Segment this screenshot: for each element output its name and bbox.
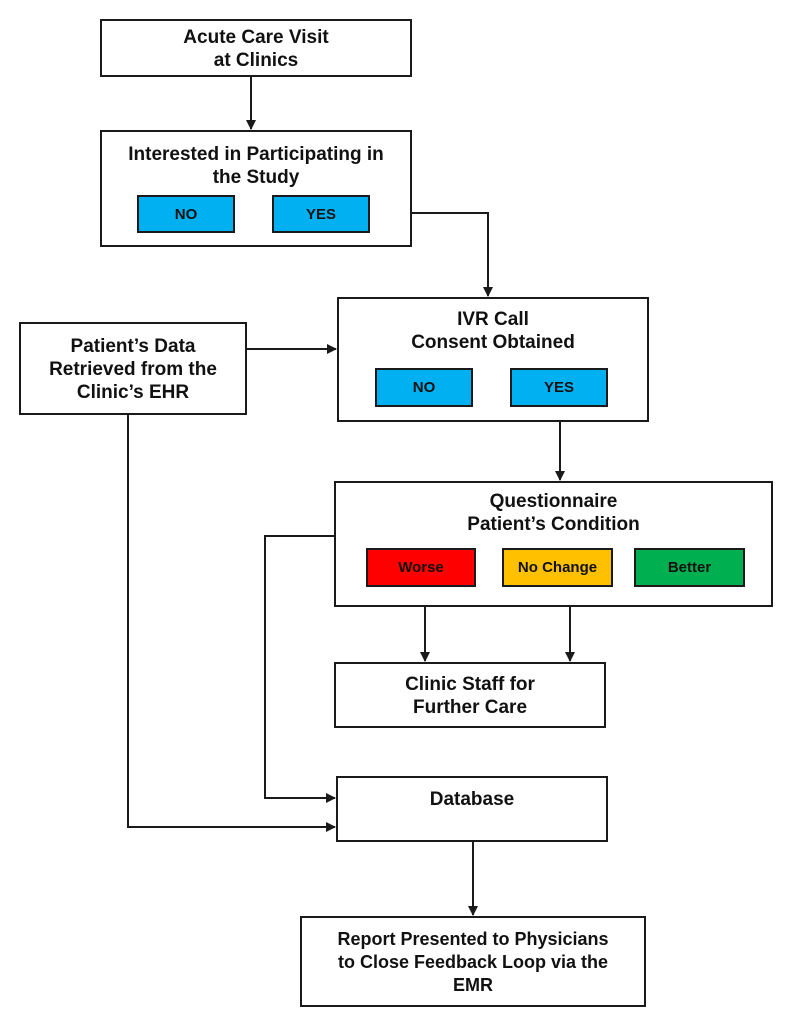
ivr-yes-option: YES — [510, 368, 608, 407]
interested-label: Interested in Participating in the Study — [128, 144, 384, 188]
ivr-no-option: NO — [375, 368, 473, 407]
patient-data-box: Patient’s Data Retrieved from the Clinic… — [19, 322, 247, 415]
clinic-staff-label: Clinic Staff for Further Care — [405, 674, 535, 718]
no-change-option: No Change — [502, 548, 613, 587]
ivr-call-box: IVR Call Consent Obtained NO YES — [337, 297, 649, 422]
database-box: Database — [336, 776, 608, 842]
database-label: Database — [429, 789, 515, 810]
arrow-questionnaire-to-database — [264, 535, 336, 803]
patient-data-label: Patient’s Data Retrieved from the Clinic… — [49, 336, 217, 403]
ivr-call-label: IVR Call Consent Obtained — [411, 309, 575, 353]
interested-box: Interested in Participating in the Study… — [100, 130, 412, 247]
acute-visit-box: Acute Care Visit at Clinics — [100, 19, 412, 77]
questionnaire-box: Questionnaire Patient’s Condition Worse … — [334, 481, 773, 607]
clinic-staff-box: Clinic Staff for Further Care — [334, 662, 606, 728]
interested-no-option: NO — [137, 195, 235, 233]
better-option: Better — [634, 548, 745, 587]
acute-visit-label: Acute Care Visit at Clinics — [183, 27, 329, 71]
questionnaire-label: Questionnaire Patient’s Condition — [467, 491, 640, 535]
arrow-patient-to-database — [127, 414, 336, 832]
report-label: Report Presented to Physicians to Close … — [337, 929, 609, 995]
interested-yes-option: YES — [272, 195, 370, 233]
worse-option: Worse — [366, 548, 476, 587]
report-box: Report Presented to Physicians to Close … — [300, 916, 646, 1007]
